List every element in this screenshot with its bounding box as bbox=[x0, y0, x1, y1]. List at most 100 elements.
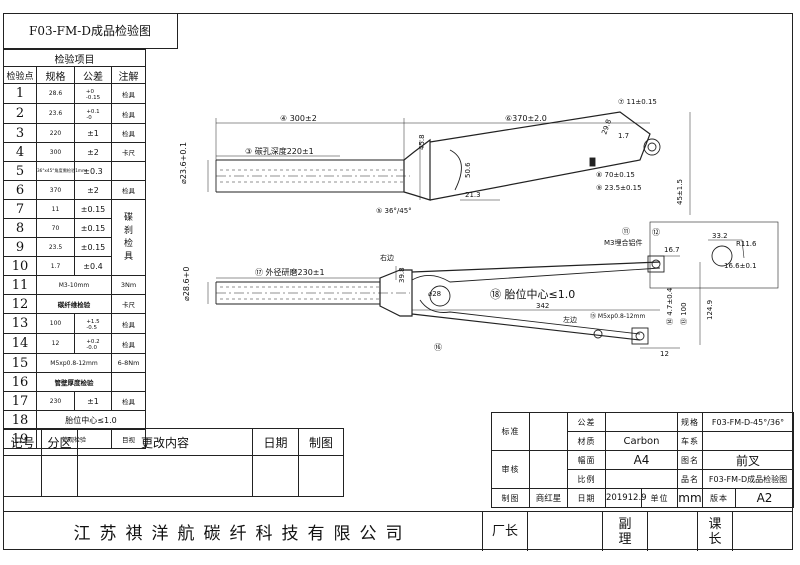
label-d7: ⑦ 11±0.15 bbox=[618, 98, 657, 106]
label-d17: ⑰ 外径研磨230±1 bbox=[255, 267, 325, 277]
dropout-upper-hole bbox=[651, 259, 661, 269]
title-block: 标准 公差 规格 F03-FM-D-45°/36° 材质 Carbon 车系 审… bbox=[491, 412, 795, 508]
caliper-mount bbox=[589, 157, 596, 167]
deputy-manager-label: 副理 bbox=[603, 512, 648, 551]
label-39-8: 39.8 bbox=[398, 267, 406, 283]
label-d3: ③ 碳孔深度220±1 bbox=[245, 146, 314, 156]
rev-header-mark: 记号 bbox=[3, 428, 42, 456]
label-d16: ⑯ bbox=[434, 343, 442, 352]
dropout-inner bbox=[647, 142, 657, 152]
label-50-6: 50.6 bbox=[464, 162, 472, 178]
top-view bbox=[207, 111, 691, 215]
label-angle: ⑤ 36°/45° bbox=[376, 207, 412, 215]
tb-drafter-value: 商红星 bbox=[529, 488, 568, 508]
label-16-6: 16.6±0.1 bbox=[724, 262, 757, 270]
row-tool: 检具 bbox=[111, 333, 146, 354]
side-view-labels: ⌀28.6+0 ⑰ 外径研磨230±1 39.8 ⌀28 ⑱ 胎位中心≤1.0 … bbox=[182, 227, 757, 358]
label-d1: ⌀28.6+0 bbox=[182, 267, 191, 301]
detail-outline bbox=[708, 239, 745, 259]
label-d28: ⌀28 bbox=[428, 290, 441, 298]
tol-upper: +0 bbox=[85, 88, 94, 95]
tb-label-review: 审核 bbox=[491, 450, 530, 489]
tb-label-version: 版本 bbox=[702, 488, 736, 508]
label-d2: ⌀23.6+0.1 bbox=[179, 142, 188, 184]
rev-cell bbox=[41, 455, 78, 497]
blade-upper-inner bbox=[411, 267, 661, 283]
side-view bbox=[207, 221, 779, 349]
section-chief-label: 课长 bbox=[698, 512, 733, 551]
tol-upper: +1.5 bbox=[86, 318, 100, 325]
tol-lower: -0 bbox=[86, 114, 92, 121]
label-124-9: 124.9 bbox=[706, 300, 714, 320]
label-r11-6: R11.6 bbox=[736, 240, 757, 248]
row-no: 16 bbox=[3, 372, 37, 392]
crown-outline bbox=[403, 138, 431, 201]
rev-header-date: 日期 bbox=[252, 428, 299, 456]
blade-upper bbox=[411, 261, 661, 273]
label-d9: ⑨ 23.5±0.15 bbox=[596, 184, 642, 192]
tol-lower: -0.0 bbox=[86, 344, 98, 351]
top-view-labels: ⌀23.6+0.1 ④ 300±2 ③ 碳孔深度220±1 ⑥370±2.0 ⑦… bbox=[179, 98, 684, 215]
label-1-7: 1.7 bbox=[618, 132, 629, 140]
tb-version-value: A2 bbox=[734, 488, 795, 508]
row-tool: 检具 bbox=[111, 313, 146, 334]
detail-circle bbox=[711, 245, 733, 267]
rev-cell bbox=[3, 455, 42, 497]
label-d15: ⑮ M5xp0.8-12mm bbox=[590, 312, 645, 320]
label-m3: M3埋合铝件 bbox=[604, 238, 643, 247]
crown-outline bbox=[379, 269, 413, 317]
label-21-3: 21.3 bbox=[465, 191, 481, 199]
detail-box bbox=[649, 221, 779, 289]
footer: 江苏祺洋航碳纤科技有限公司 厂长 副理 课长 bbox=[3, 511, 793, 551]
disc-brake-tool-label: 碟刹检具 bbox=[123, 212, 133, 262]
plant-manager-label: 厂长 bbox=[483, 512, 528, 551]
blade-lower-inner bbox=[419, 299, 641, 335]
section-chief-text: 课长 bbox=[708, 516, 722, 547]
label-d8: ⑧ 70±0.15 bbox=[596, 171, 635, 179]
tb-review-value bbox=[529, 450, 568, 489]
tb-drawing-name-value: 前叉 bbox=[701, 450, 795, 470]
dropout-upper bbox=[647, 255, 665, 273]
label-45-8: 45.8 bbox=[418, 134, 426, 150]
rev-header-content: 更改内容 bbox=[77, 428, 253, 456]
disc-brake-tool: 碟刹检具 bbox=[111, 199, 146, 276]
tol-lower: -0.15 bbox=[85, 94, 101, 101]
blade-contour bbox=[449, 149, 462, 191]
blade-outline bbox=[429, 111, 651, 201]
deputy-manager-text: 副理 bbox=[618, 516, 632, 547]
dropout-hole bbox=[643, 138, 661, 156]
revision-table: 记号 分区 更改内容 日期 制图 bbox=[3, 428, 344, 497]
label-4-7: ⑭ 4.7±0.4 bbox=[666, 287, 674, 325]
label-29-8: 29.8 bbox=[600, 118, 613, 135]
dropout-lower bbox=[631, 327, 649, 345]
drawing-title: F03-FM-D成品检验图 bbox=[3, 13, 178, 49]
label-right: 右边 bbox=[380, 253, 394, 262]
company-name: 江苏祺洋航碳纤科技有限公司 bbox=[3, 512, 483, 551]
label-100: ⑬ 100 bbox=[680, 302, 688, 325]
label-12: 12 bbox=[660, 350, 669, 358]
tol-lower: -0.5 bbox=[86, 324, 98, 331]
label-d6: ⑥370±2.0 bbox=[505, 114, 547, 123]
tol-upper: +0.1 bbox=[86, 108, 100, 115]
rev-cell bbox=[252, 455, 299, 497]
dropout-lower-hole bbox=[635, 331, 645, 341]
tol-upper: +0.2 bbox=[86, 338, 100, 345]
deputy-manager-sign bbox=[648, 512, 698, 551]
row-no: 18 bbox=[3, 410, 37, 430]
rev-header-zone: 分区 bbox=[41, 428, 78, 456]
tb-unit-value: mm bbox=[677, 488, 703, 508]
caliper-bolt bbox=[593, 329, 603, 339]
label-342: 342 bbox=[536, 302, 549, 310]
rev-cell bbox=[77, 455, 253, 497]
label-d11: ⑪ bbox=[622, 227, 630, 236]
label-left: 左边 bbox=[563, 315, 577, 324]
rev-cell bbox=[298, 455, 344, 497]
label-33-2: 33.2 bbox=[712, 232, 728, 240]
label-45: 45±1.5 bbox=[676, 179, 684, 205]
label-d18: ⑱ 胎位中心≤1.0 bbox=[490, 287, 575, 301]
row-no: 15 bbox=[3, 353, 37, 373]
tb-date-value: 201912.9 bbox=[605, 488, 647, 508]
plant-manager-sign bbox=[528, 512, 603, 551]
